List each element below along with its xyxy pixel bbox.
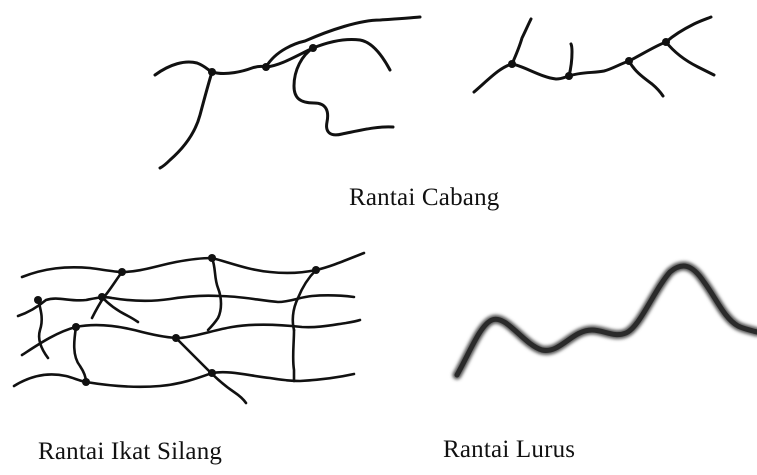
node-dot (625, 57, 633, 65)
node-dot (172, 334, 180, 342)
node-dot (208, 369, 216, 377)
branched-chain-left (155, 17, 420, 168)
label-crosslinked-chain: Rantai Ikat Silang (38, 438, 222, 466)
node-dot (262, 63, 270, 71)
crosslinked-network (14, 253, 364, 403)
crosslink-vertical-d (74, 327, 86, 382)
label-branched-chain: Rantai Cabang (349, 184, 499, 212)
node-dot (208, 68, 216, 76)
label-linear-chain: Rantai Lurus (443, 436, 575, 464)
node-dot (82, 378, 90, 386)
branched-right-branch-b (569, 44, 572, 76)
crosslink-vertical-g (293, 270, 316, 330)
branched-right-branch-d (666, 17, 711, 42)
node-dot (508, 60, 516, 68)
node-dot (34, 296, 42, 304)
branched-right-branch-a (512, 19, 531, 64)
node-dot (208, 254, 216, 262)
node-dot (98, 293, 106, 301)
crosslink-chain-2 (18, 295, 354, 316)
node-dot (118, 268, 126, 276)
node-dot (565, 72, 573, 80)
branched-right-branch-c (629, 61, 663, 96)
branched-left-branch-down-b (294, 48, 393, 135)
branched-right-branch-e (666, 42, 714, 75)
crosslink-vertical-e (208, 258, 221, 330)
node-dot (312, 266, 320, 274)
crosslink-vertical-a (38, 299, 48, 358)
node-dot (309, 44, 317, 52)
linear-chain-core (457, 266, 757, 375)
branched-left-branch-down-a (160, 72, 212, 168)
branched-chain-right (474, 17, 714, 96)
node-dot (72, 323, 80, 331)
crosslink-chain-4 (14, 372, 354, 387)
crosslink-vertical-h (293, 330, 294, 381)
linear-chain (457, 266, 757, 375)
node-dot (662, 38, 670, 46)
